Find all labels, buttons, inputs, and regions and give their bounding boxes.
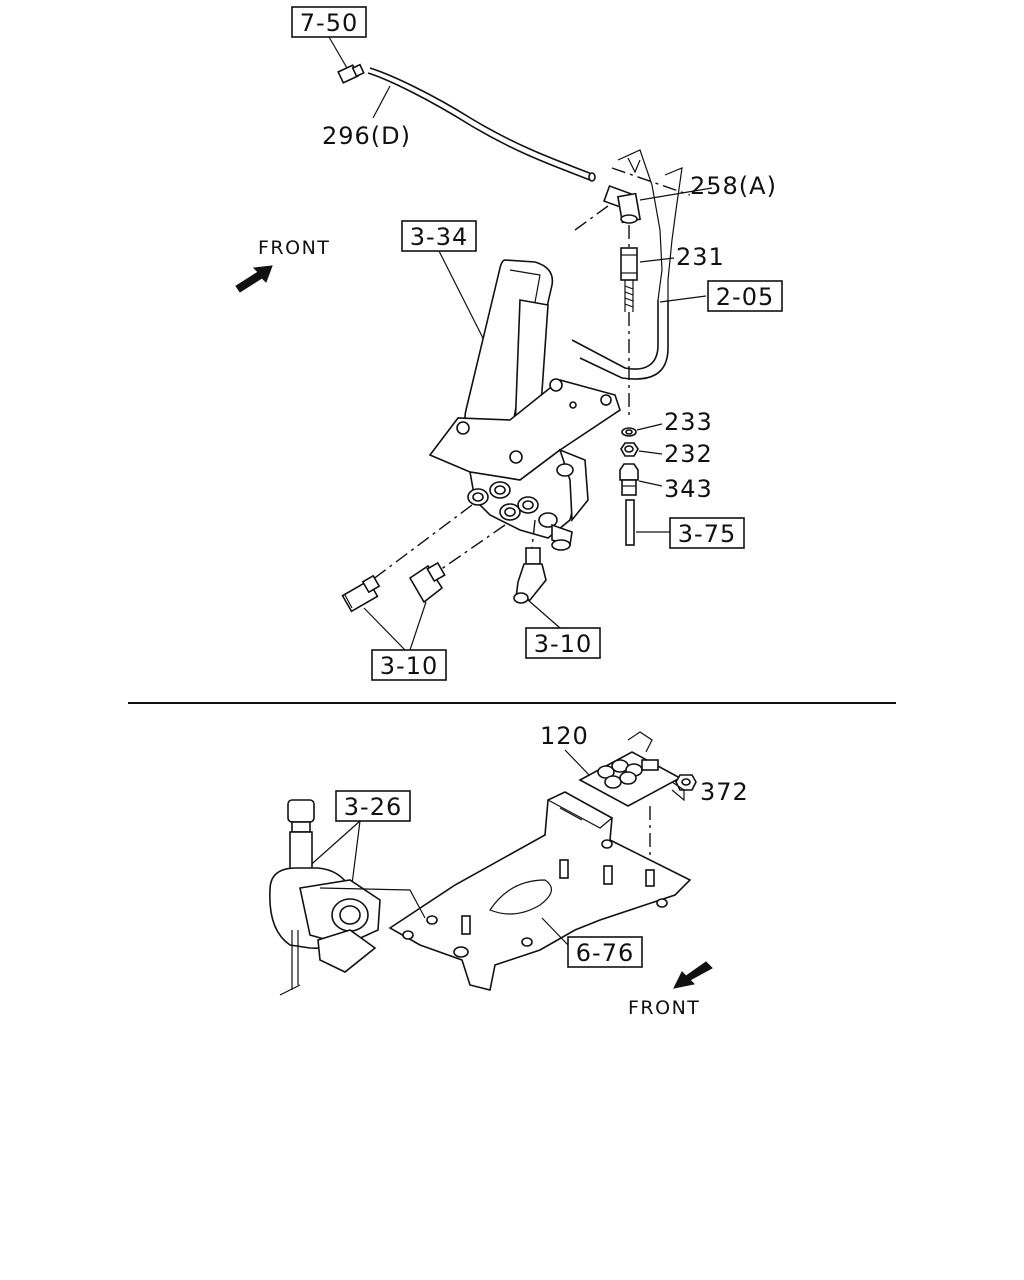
nut-372 xyxy=(675,774,697,791)
svg-text:2-05: 2-05 xyxy=(716,283,774,311)
elbow-3-10-right xyxy=(513,519,547,604)
ref-3-34: 3-34 xyxy=(401,220,477,252)
label-258a: 258(A) xyxy=(690,172,777,200)
svg-text:3-10: 3-10 xyxy=(534,630,592,658)
ref-3-10-right: 3-10 xyxy=(525,627,601,659)
svg-text:3-34: 3-34 xyxy=(410,223,468,251)
tube-296d xyxy=(367,67,596,182)
svg-text:6-76: 6-76 xyxy=(576,939,634,967)
bracket-2-05 xyxy=(571,300,669,380)
washer-233 xyxy=(621,427,637,437)
svg-text:3-10: 3-10 xyxy=(380,652,438,680)
svg-text:3-26: 3-26 xyxy=(344,793,402,821)
bracket-2-05-upper xyxy=(611,149,691,301)
arrow-southwest-icon xyxy=(673,961,713,989)
rod-231 xyxy=(620,225,638,420)
pipe-3-75 xyxy=(625,499,635,546)
arrow-northeast-icon xyxy=(235,265,273,293)
label-372: 372 xyxy=(700,778,749,806)
label-232: 232 xyxy=(664,440,713,468)
label-296d: 296(D) xyxy=(322,122,411,150)
ref-7-50: 7-50 xyxy=(291,6,367,38)
ref-3-10-left: 3-10 xyxy=(371,649,447,681)
ref-6-76: 6-76 xyxy=(567,936,643,968)
ref-2-05: 2-05 xyxy=(707,280,783,312)
elbow-258a xyxy=(603,185,642,224)
nut-232 xyxy=(620,442,639,457)
fitting-3-10-left-b xyxy=(408,561,446,604)
valve-3-26 xyxy=(269,799,381,996)
ref-3-75: 3-75 xyxy=(669,517,745,549)
label-front-top: FRONT xyxy=(258,237,330,259)
fitting-343 xyxy=(619,463,639,496)
label-231: 231 xyxy=(676,243,725,271)
ref-3-26: 3-26 xyxy=(335,790,411,822)
label-343: 343 xyxy=(664,475,713,503)
svg-text:3-75: 3-75 xyxy=(678,520,736,548)
bracket-plate-6-76 xyxy=(388,791,692,991)
fitting-7-50 xyxy=(337,63,365,84)
fitting-3-10-left-a xyxy=(341,574,381,613)
brake-pedal-valve xyxy=(428,259,621,551)
label-120: 120 xyxy=(540,722,589,750)
svg-text:7-50: 7-50 xyxy=(300,9,358,37)
label-front-bottom: FRONT xyxy=(628,997,700,1019)
valve-plate-120 xyxy=(578,731,682,807)
label-233: 233 xyxy=(664,408,713,436)
